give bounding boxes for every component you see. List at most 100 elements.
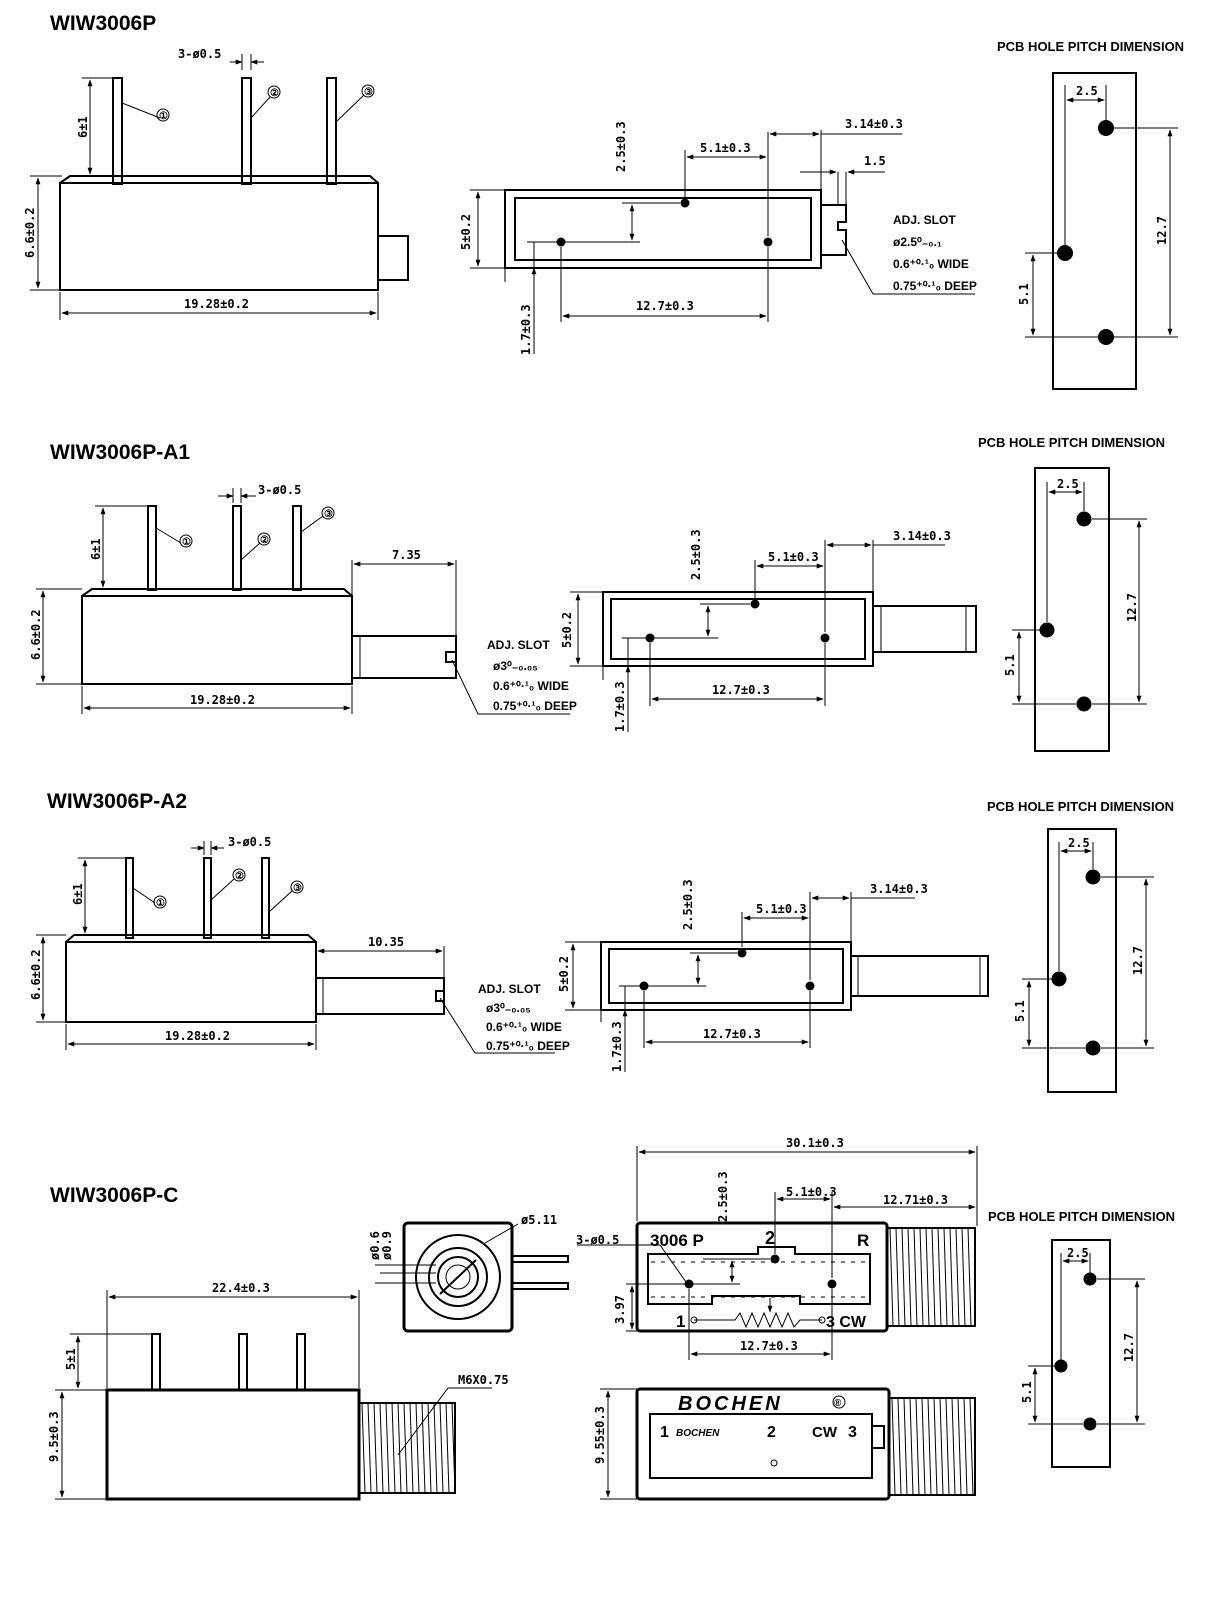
pitch-23-dim: 5.1±0.3: [768, 550, 819, 564]
variant-wiw3006p-a1: WIW3006P-A1 3-ø0.5 ① ② ③ 6±1 6.6±0.2 19.…: [29, 435, 1165, 752]
side-view: 3-ø0.5 ① ② ③ 6±1 6.6±0.2 19.28±0.2: [23, 47, 409, 320]
pcb-title: PCB HOLE PITCH DIMENSION: [997, 39, 1184, 54]
side-view: 3-ø0.5 ① ② ③ 6±1 6.6±0.2 19.28±0.2 7.35 …: [29, 483, 577, 715]
pitch-13-dim: 12.7±0.3: [712, 683, 770, 697]
slot-line: [439, 1259, 477, 1295]
shaft: [850, 955, 989, 997]
variant-title: WIW3006P-C: [50, 1184, 178, 1207]
pcb-pitch-y: 12.7: [1122, 1333, 1136, 1362]
bottom-pin2: 2: [767, 1424, 776, 1441]
height-dim: 6.6±0.2: [29, 949, 43, 1000]
slot-deep: 0.75⁺⁰·¹₀ DEEP: [493, 699, 577, 713]
pin-1: [151, 1333, 161, 1391]
length-dim: 19.28±0.2: [165, 1029, 230, 1043]
pcb-title: PCB HOLE PITCH DIMENSION: [987, 799, 1174, 814]
pcb-hole-1: [1039, 622, 1055, 638]
pin-3-hole: [805, 981, 815, 991]
top-view: 2.5±0.3 5.1±0.3 3.14±0.3 5±0.2 1.7±0.3 1…: [557, 879, 989, 1072]
pin-dia-dim: 3-ø0.5: [258, 483, 301, 497]
pcb-outline: [1047, 828, 1117, 1093]
pin-2-hole: [737, 948, 747, 958]
shaft: [351, 635, 457, 679]
pcb-hole-2: [1085, 869, 1101, 885]
pcb-pitch-y2: 5.1: [1013, 1000, 1027, 1022]
end-view: ø0.6 ø0.9 ø5.11: [368, 1213, 569, 1333]
bottom-view: BOCHEN ® 1 BOCHEN 2 CW 3 9.55±0.3: [593, 1387, 976, 1501]
shaft-position-dim: 3.14±0.3: [870, 882, 928, 896]
pin-number-1: ①: [182, 537, 191, 548]
length-dim: 19.28±0.2: [190, 693, 255, 707]
housing-inner: [608, 948, 844, 1004]
slot-dia: ø2.5⁰₋₀.₁: [893, 235, 942, 249]
pin-length-dim: 5±1: [64, 1348, 78, 1370]
slot-deep: 0.75⁺⁰·¹₀ DEEP: [893, 279, 977, 293]
slot-label: ADJ. SLOT: [893, 213, 956, 227]
pin-number-2: ②: [235, 871, 244, 882]
pcb-hole-2: [1076, 511, 1092, 527]
pcb-hole-1: [1054, 1359, 1068, 1373]
threaded-bushing: [886, 1227, 976, 1327]
housing: [59, 182, 379, 291]
shaft: [315, 977, 445, 1015]
pcb-hole-3: [1098, 329, 1114, 345]
marking-pin1: 1: [676, 1312, 685, 1331]
bottom-pin1: 1: [660, 1424, 669, 1441]
width-dim: 5±0.2: [557, 956, 571, 992]
edge-dim: 1.7±0.3: [613, 681, 627, 732]
variant-wiw3006p-a2: WIW3006P-A2 3-ø0.5 ① ② ③ 6±1 6.6±0.2 19.…: [29, 790, 1174, 1093]
shaft-position-dim: 12.71±0.3: [883, 1193, 948, 1207]
pcb-hole-3: [1085, 1040, 1101, 1056]
pcb-pitch-x: 2.5: [1067, 1246, 1089, 1260]
brand-reg-mark: ®: [834, 1398, 842, 1409]
length-dim: 22.4±0.3: [212, 1281, 270, 1295]
height-dim: 9.5±0.3: [47, 1411, 61, 1462]
housing-outline: [602, 591, 874, 667]
pin-3: [296, 1333, 306, 1391]
shaft-end: [437, 1256, 479, 1298]
shaft-position-dim: 3.14±0.3: [845, 117, 903, 131]
width-dim: 3.97: [613, 1295, 627, 1324]
thread-lines: [889, 1227, 972, 1327]
pin-2-hole: [770, 1254, 780, 1264]
slot-dia: ø3⁰₋₀.₀₅: [493, 659, 538, 673]
pin-dia-dim: 3-ø0.5: [228, 835, 271, 849]
pin-3-hole: [827, 1279, 837, 1289]
side-view: 22.4±0.3 5±1 9.5±0.3 M6X0.75: [47, 1281, 509, 1501]
pcb-pitch-x: 2.5: [1057, 477, 1079, 491]
pcb-hole-1: [1051, 971, 1067, 987]
pcb-pitch-view: PCB HOLE PITCH DIMENSION 2.5 12.7 5.1: [997, 39, 1184, 390]
pcb-pitch-x: 2.5: [1068, 836, 1090, 850]
pin-2-hole: [750, 599, 760, 609]
housing: [105, 1388, 361, 1501]
end-housing: [402, 1221, 514, 1333]
shaft-length-dim: 7.35: [392, 548, 421, 562]
thread-lines: [361, 1402, 456, 1494]
offset-y-dim: 2.5±0.3: [614, 121, 628, 172]
variant-title: WIW3006P-A1: [50, 441, 190, 464]
pin-number-1: ①: [159, 111, 168, 122]
pcb-outline: [1034, 467, 1110, 752]
bottom-height-dim: 9.55±0.3: [593, 1406, 607, 1464]
marking-pin2: 2: [765, 1228, 775, 1248]
bushing-mid: [428, 1247, 488, 1307]
pin-dia-dim: 3-ø0.5: [576, 1233, 619, 1247]
side-view: 3-ø0.5 ① ② ③ 6±1 6.6±0.2 19.28±0.2 10.35…: [29, 835, 570, 1054]
variant-wiw3006p-c: WIW3006P-C 22.4±0.3 5±1 9.5±0.3 M6X0.75 …: [47, 1136, 1175, 1501]
width-dim: 5±0.2: [560, 612, 574, 648]
pcb-pitch-view: PCB HOLE PITCH DIMENSION 2.5 12.7 5.1: [978, 435, 1165, 752]
pcb-hole-2: [1098, 120, 1114, 136]
edge-dim: 1.7±0.3: [610, 1021, 624, 1072]
pin-dia-dim: 3-ø0.5: [178, 47, 221, 61]
pcb-hole-2: [1083, 1272, 1097, 1286]
height-dim: 6.6±0.2: [23, 207, 37, 258]
bottom-dot: [770, 1459, 778, 1467]
housing-window: [647, 1246, 871, 1305]
resistor-symbol: [694, 1311, 822, 1329]
slot-wide: 0.6⁺⁰·¹₀ WIDE: [486, 1020, 562, 1034]
pcb-pitch-y2: 5.1: [1003, 654, 1017, 676]
pin-number-3: ③: [293, 883, 302, 894]
pin-1: [147, 505, 157, 591]
housing-lip: [65, 934, 317, 943]
pin-3: [261, 857, 270, 939]
